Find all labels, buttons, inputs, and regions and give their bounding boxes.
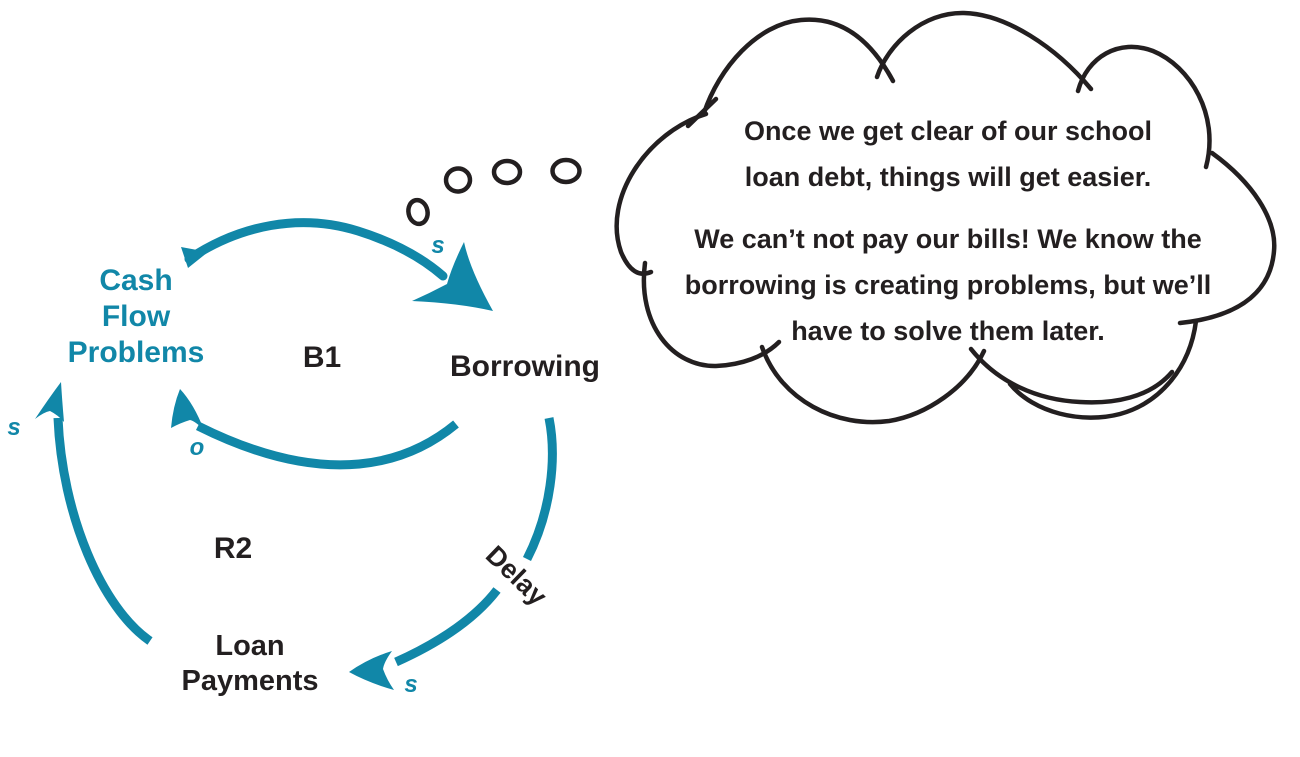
- polarity-o-borrowing-to-cfp: o: [189, 434, 205, 461]
- cloud-lobe-top-left: [701, 17, 896, 116]
- arrow-cfp-to-borrowing-tail: [181, 247, 208, 268]
- node-loan-payments: Loan Payments: [181, 629, 318, 699]
- node-cash-flow-problems: Cash Flow Problems: [68, 263, 205, 371]
- node-borrowing: Borrowing: [450, 350, 600, 383]
- arrow-loan-to-cfp-head: [35, 382, 64, 422]
- causal-arrows: [35, 218, 557, 690]
- arrow-borrowing-to-loan-head: [349, 651, 394, 690]
- thought-cloud-outline: [614, 10, 1277, 425]
- cloud-lobe-top-middle: [874, 10, 1094, 92]
- cloud-lobe-bottom-middle: [759, 344, 987, 425]
- node-cash-flow-problems-line3: Problems: [67, 336, 205, 369]
- loop-label-b1: B1: [302, 341, 342, 374]
- cloud-lobe-top-right: [1075, 44, 1212, 170]
- arrow-loan-to-cfp-shaft: [53, 417, 153, 645]
- arrow-borrowing-to-loan-shaft-upper: [522, 417, 557, 562]
- cloud-lobe-left: [614, 111, 709, 276]
- bubble-p1-line2: loan debt, things will get easier.: [744, 162, 1152, 192]
- arrow-cfp-to-borrowing-shaft: [184, 218, 448, 281]
- node-cash-flow-problems-line2: Flow: [101, 300, 171, 333]
- bubble-p1-line1: Once we get clear of our school: [743, 116, 1153, 146]
- thought-trail-oval-3: [491, 158, 523, 186]
- cloud-junction-tick: [685, 96, 719, 129]
- thought-trail-oval-4: [550, 157, 582, 185]
- cloud-lobe-lower-left: [641, 260, 782, 369]
- thought-trail-oval-1: [406, 197, 430, 227]
- cloud-lobe-right: [1177, 150, 1277, 326]
- loop-label-r2: R2: [213, 532, 253, 565]
- bubble-p2-line2: borrowing is creating problems, but we’l…: [684, 270, 1212, 300]
- arrow-borrowing-to-cfp-head: [171, 389, 204, 430]
- polarity-s-loan-to-cfp: s: [7, 414, 21, 441]
- node-loan-payments-line2: Payments: [181, 665, 319, 697]
- thought-trail-oval-2: [443, 166, 473, 194]
- cloud-lobe-bottom-right-inner: [968, 346, 1175, 405]
- arrow-borrowing-to-cfp-shaft: [195, 420, 459, 470]
- arrow-borrowing-to-loan-shaft-lower: [394, 587, 501, 667]
- polarity-s-cfp-to-borrowing: s: [431, 232, 445, 259]
- thought-bubble-paragraph-1: Once we get clear of our school loan deb…: [608, 108, 1288, 200]
- cloud-lobe-bottom-right: [1007, 318, 1199, 420]
- polarity-s-borrowing-to-loan: s: [404, 671, 418, 698]
- bubble-p2-line3: have to solve them later.: [791, 316, 1105, 346]
- thought-trail: [406, 157, 582, 227]
- node-cash-flow-problems-line1: Cash: [99, 264, 173, 297]
- thought-bubble-paragraph-2: We can’t not pay our bills! We know the …: [608, 216, 1288, 354]
- node-loan-payments-line1: Loan: [215, 630, 285, 662]
- arrow-cfp-to-borrowing-head: [412, 242, 493, 311]
- thought-bubble-text: Once we get clear of our school loan deb…: [608, 108, 1288, 354]
- bubble-p2-line1: We can’t not pay our bills! We know the: [694, 224, 1202, 254]
